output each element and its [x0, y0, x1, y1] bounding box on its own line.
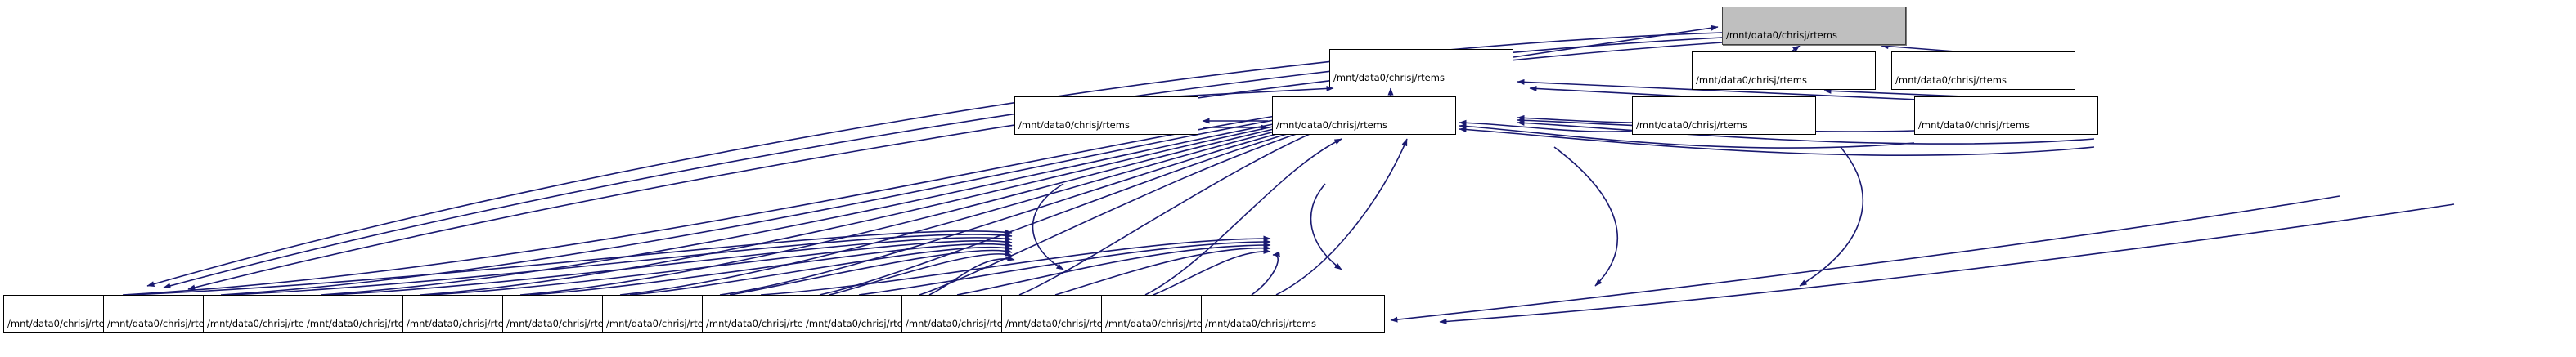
node-line-1: /mnt/data0/chrisj/rtems [1895, 74, 2007, 87]
node-line-1: /mnt/data0/chrisj/rtems [1636, 119, 1747, 132]
node-rtl-unwind-h[interactable]: /mnt/data0/chrisj/rtems /releases/rtems-… [1272, 96, 1456, 135]
node-line-1: /mnt/data0/chrisj/rtems [1276, 119, 1387, 132]
node-line-1: /mnt/data0/chrisj/rtems [806, 318, 917, 330]
node-line-1: /mnt/data0/chrisj/rtems [1018, 119, 1130, 132]
node-rtl-mdreloc-arm-c[interactable]: /mnt/data0/chrisj/rtems /releases/rtems-… [1201, 295, 1385, 333]
node-rtl-mdreloc-m32r-c[interactable]: /mnt/data0/chrisj/rtems /releases/rtems-… [1632, 96, 1816, 135]
node-line-1: /mnt/data0/chrisj/rtems [1918, 119, 2030, 132]
node-line-1: /mnt/data0/chrisj/rtems [7, 318, 119, 330]
node-rtl-rap-c[interactable]: /mnt/data0/chrisj/rtems /releases/rtems-… [1914, 96, 2098, 135]
node-line-1: /mnt/data0/chrisj/rtems [1205, 318, 1316, 330]
node-line-1: /mnt/data0/chrisj/rtems [1105, 318, 1216, 330]
node-rtl-sym-h[interactable]: /mnt/data0/chrisj/rtems /releases/rtems-… [1722, 7, 1906, 45]
node-line-1: /mnt/data0/chrisj/rtems [1696, 74, 1807, 87]
node-line-1: /mnt/data0/chrisj/rtems [107, 318, 218, 330]
node-rtl-sym-c[interactable]: /mnt/data0/chrisj/rtems /releases/rtems-… [1891, 51, 2075, 90]
node-line-1: /mnt/data0/chrisj/rtems [706, 318, 817, 330]
node-line-1: /mnt/data0/chrisj/rtems [506, 318, 618, 330]
node-line-1: /mnt/data0/chrisj/rtems [1005, 318, 1117, 330]
node-line-1: /mnt/data0/chrisj/rtems [407, 318, 518, 330]
node-rtl-elf-h[interactable]: /mnt/data0/chrisj/rtems /releases/rtems-… [1329, 49, 1513, 87]
node-line-1: /mnt/data0/chrisj/rtems [906, 318, 1017, 330]
node-line-1: /mnt/data0/chrisj/rtems [606, 318, 717, 330]
node-rtl-rap-h[interactable]: /mnt/data0/chrisj/rtems /releases/rtems-… [1692, 51, 1876, 90]
node-line-1: /mnt/data0/chrisj/rtems [1726, 29, 1837, 42]
node-rtl-unwind-dw2-h[interactable]: /mnt/data0/chrisj/rtems /releases/rtems-… [1014, 96, 1198, 135]
node-line-1: /mnt/data0/chrisj/rtems [1333, 72, 1445, 84]
node-line-1: /mnt/data0/chrisj/rtems [307, 318, 418, 330]
node-line-1: /mnt/data0/chrisj/rtems [207, 318, 318, 330]
